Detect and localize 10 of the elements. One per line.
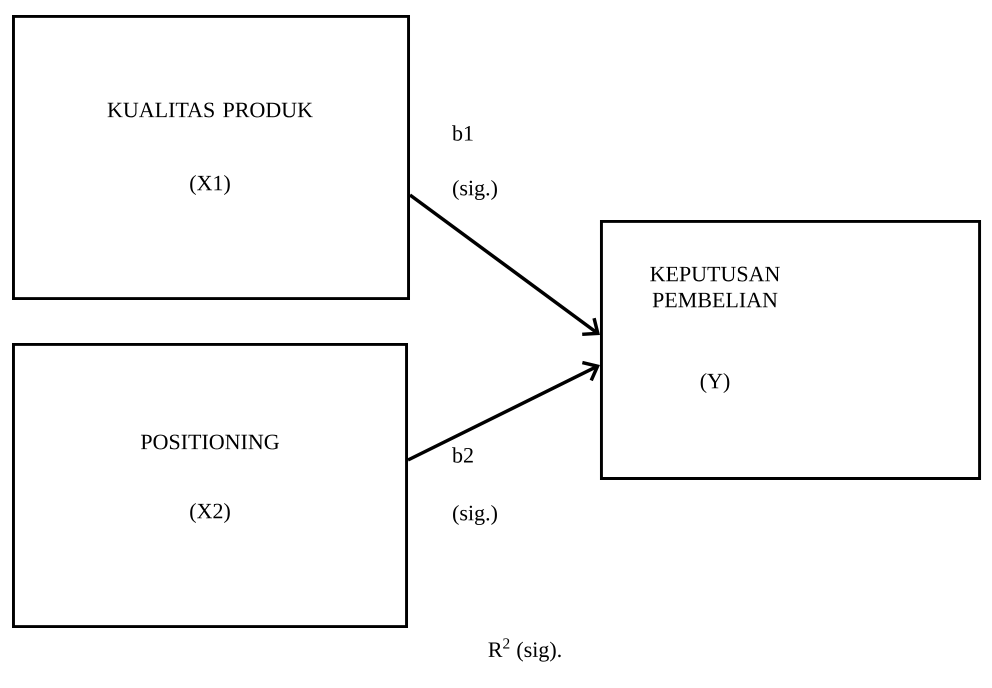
label: (sig.) xyxy=(453,180,497,200)
label: (sig.) xyxy=(453,505,497,525)
label: R$^{2}$ (sig). xyxy=(488,638,561,662)
box: KEPUTUSAN PEMBELIAN (Y) xyxy=(600,220,982,480)
label: b1 xyxy=(452,125,473,141)
arrow xyxy=(407,360,600,462)
box: KUALITAS PRODUK (X1) xyxy=(12,14,410,300)
box: POSITIONING (X2) xyxy=(12,342,408,628)
arrow xyxy=(408,194,600,336)
label: b2 xyxy=(452,447,473,463)
